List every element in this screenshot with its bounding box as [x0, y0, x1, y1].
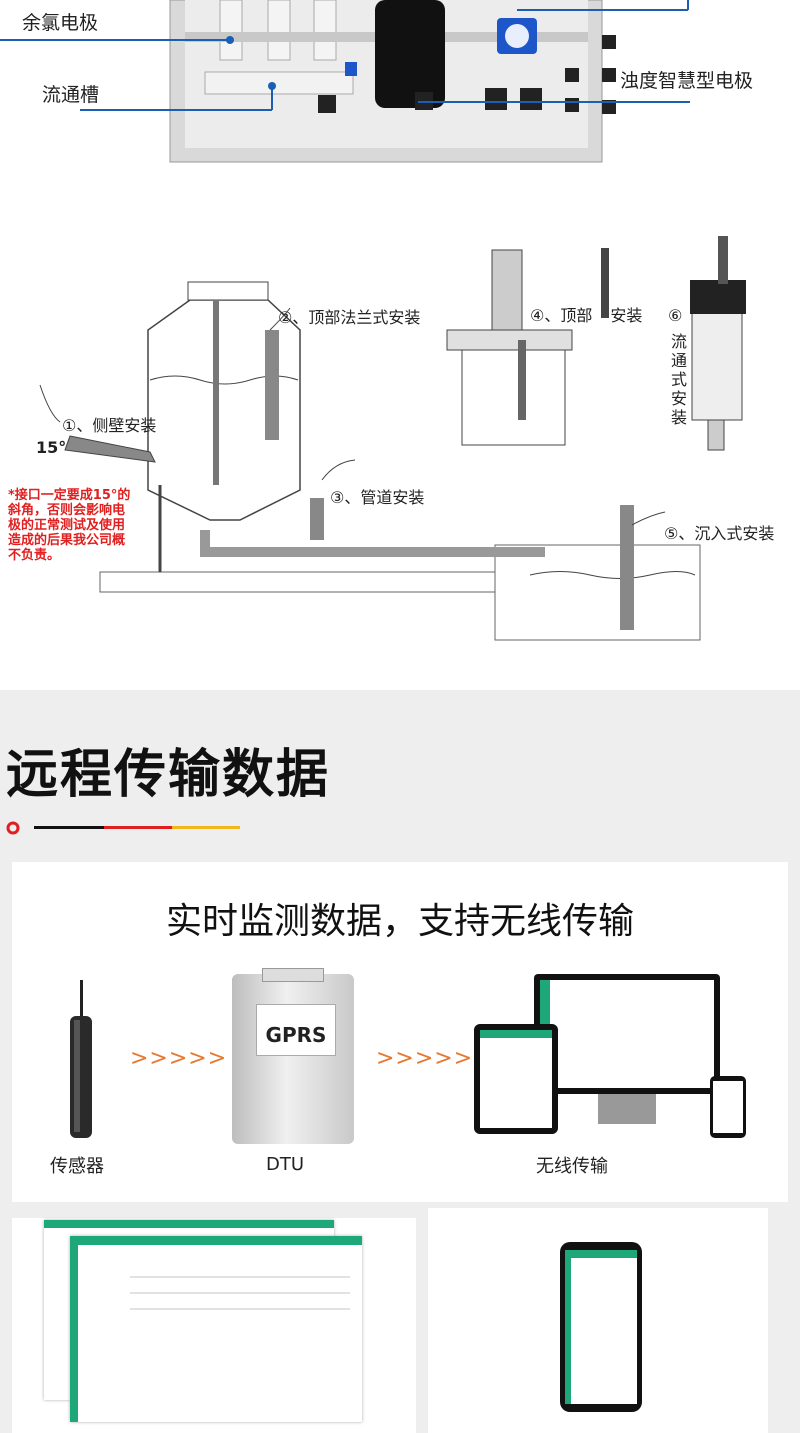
label-chlorine-electrode: 余氯电极: [22, 12, 99, 34]
tablet-header: [480, 1030, 552, 1038]
warning-line: 造成的后果我公司概: [8, 533, 126, 548]
warning-line: *接口一定要成15°的: [8, 488, 131, 503]
installation-diagram: ②、顶部法兰式安装 ①、侧壁安装 15° ③、管道安装 ④、顶部安装 ⑤、沉入式…: [0, 200, 800, 690]
installation-warning: *接口一定要成15°的 斜角，否则会影响电 极的正常测试及使用 造成的后果我公司…: [8, 488, 148, 563]
arrows-dtu-to-devices: >>>>>: [376, 1046, 474, 1071]
label-flow-install-number: ⑥: [668, 306, 683, 325]
caption-wireless: 无线传输: [536, 1156, 608, 1177]
label-top-install-prefix: ④、顶部: [530, 306, 593, 325]
phone-screen: [565, 1250, 637, 1404]
label-flow-install-vertical: 流 通 式 安 装: [670, 332, 688, 427]
arrows-sensor-to-dtu: >>>>>: [130, 1046, 228, 1071]
monitor: [534, 974, 720, 1094]
enclosure-illustration: [0, 0, 690, 163]
label-flow-cell: 流通槽: [42, 84, 100, 106]
warning-line: 极的正常测试及使用: [8, 518, 126, 533]
transmission-card: 实时监测数据，支持无线传输 >>>>> GPRS >>>>>: [12, 862, 788, 1202]
label-flow-install-char: 式: [670, 370, 687, 389]
enclosure-diagram: 余氯电极 流通槽 浊度智慧型电极: [0, 0, 800, 200]
label-top-flange-install: ②、顶部法兰式安装: [278, 308, 421, 327]
monitor-screen: [540, 980, 714, 1088]
label-top-install-suffix: 安装: [610, 306, 643, 325]
caption-sensor: 传感器: [50, 1156, 104, 1177]
tablet-screen: [480, 1030, 552, 1128]
phone: [560, 1242, 642, 1412]
desktop-window-sidebar: [70, 1245, 78, 1422]
dtu-device: GPRS: [232, 968, 354, 1144]
dtu-label: GPRS: [256, 1004, 336, 1056]
phone-small-screen: [713, 1081, 743, 1133]
label-flow-install-char: 装: [670, 408, 687, 427]
table-row: [130, 1292, 350, 1294]
label-flow-install-char: 通: [670, 351, 687, 370]
mobile-app-card: [428, 1208, 768, 1433]
devices-illustration: [464, 974, 748, 1144]
warning-line: 不负责。: [8, 548, 61, 563]
card-title: 实时监测数据，支持无线传输: [165, 901, 634, 942]
label-turbidity-electrode: 浊度智慧型电极: [620, 70, 754, 92]
label-angle: 15°: [36, 438, 67, 457]
remote-section: 远程传输数据 实时监测数据，支持无线传输 >>>>> GPRS >>>>>: [0, 690, 800, 1433]
desktop-window-front-header: [70, 1236, 362, 1245]
caption-dtu: DTU: [266, 1154, 305, 1175]
label-pipe-install: ③、管道安装: [330, 488, 425, 507]
tablet: [474, 1024, 558, 1134]
desktop-app-card: [12, 1218, 416, 1433]
monitor-stand: [598, 1094, 656, 1124]
dtu-cap: [262, 968, 324, 982]
table-row: [130, 1308, 350, 1310]
phone-header: [565, 1250, 637, 1258]
dtu-label-text: GPRS: [265, 1023, 327, 1047]
installation-illustration: [39, 236, 746, 641]
section-title: 远程传输数据: [6, 745, 331, 805]
title-underline: [6, 820, 246, 835]
label-submersion-install: ⑤、沉入式安装: [664, 524, 775, 543]
label-flow-install-char: 安: [670, 389, 687, 408]
warning-line: 斜角，否则会影响电: [8, 503, 126, 518]
phone-small: [710, 1076, 746, 1138]
desktop-window-front: [70, 1236, 362, 1422]
label-top-install: ④、顶部安装: [530, 302, 642, 326]
desktop-window-back-header: [44, 1220, 334, 1228]
table-row: [130, 1276, 350, 1278]
label-flow-install-char: 流: [670, 332, 687, 351]
label-side-wall-install: ①、侧壁安装: [62, 416, 157, 435]
phone-sidebar: [565, 1258, 571, 1404]
sensor-illustration: [70, 980, 92, 1138]
